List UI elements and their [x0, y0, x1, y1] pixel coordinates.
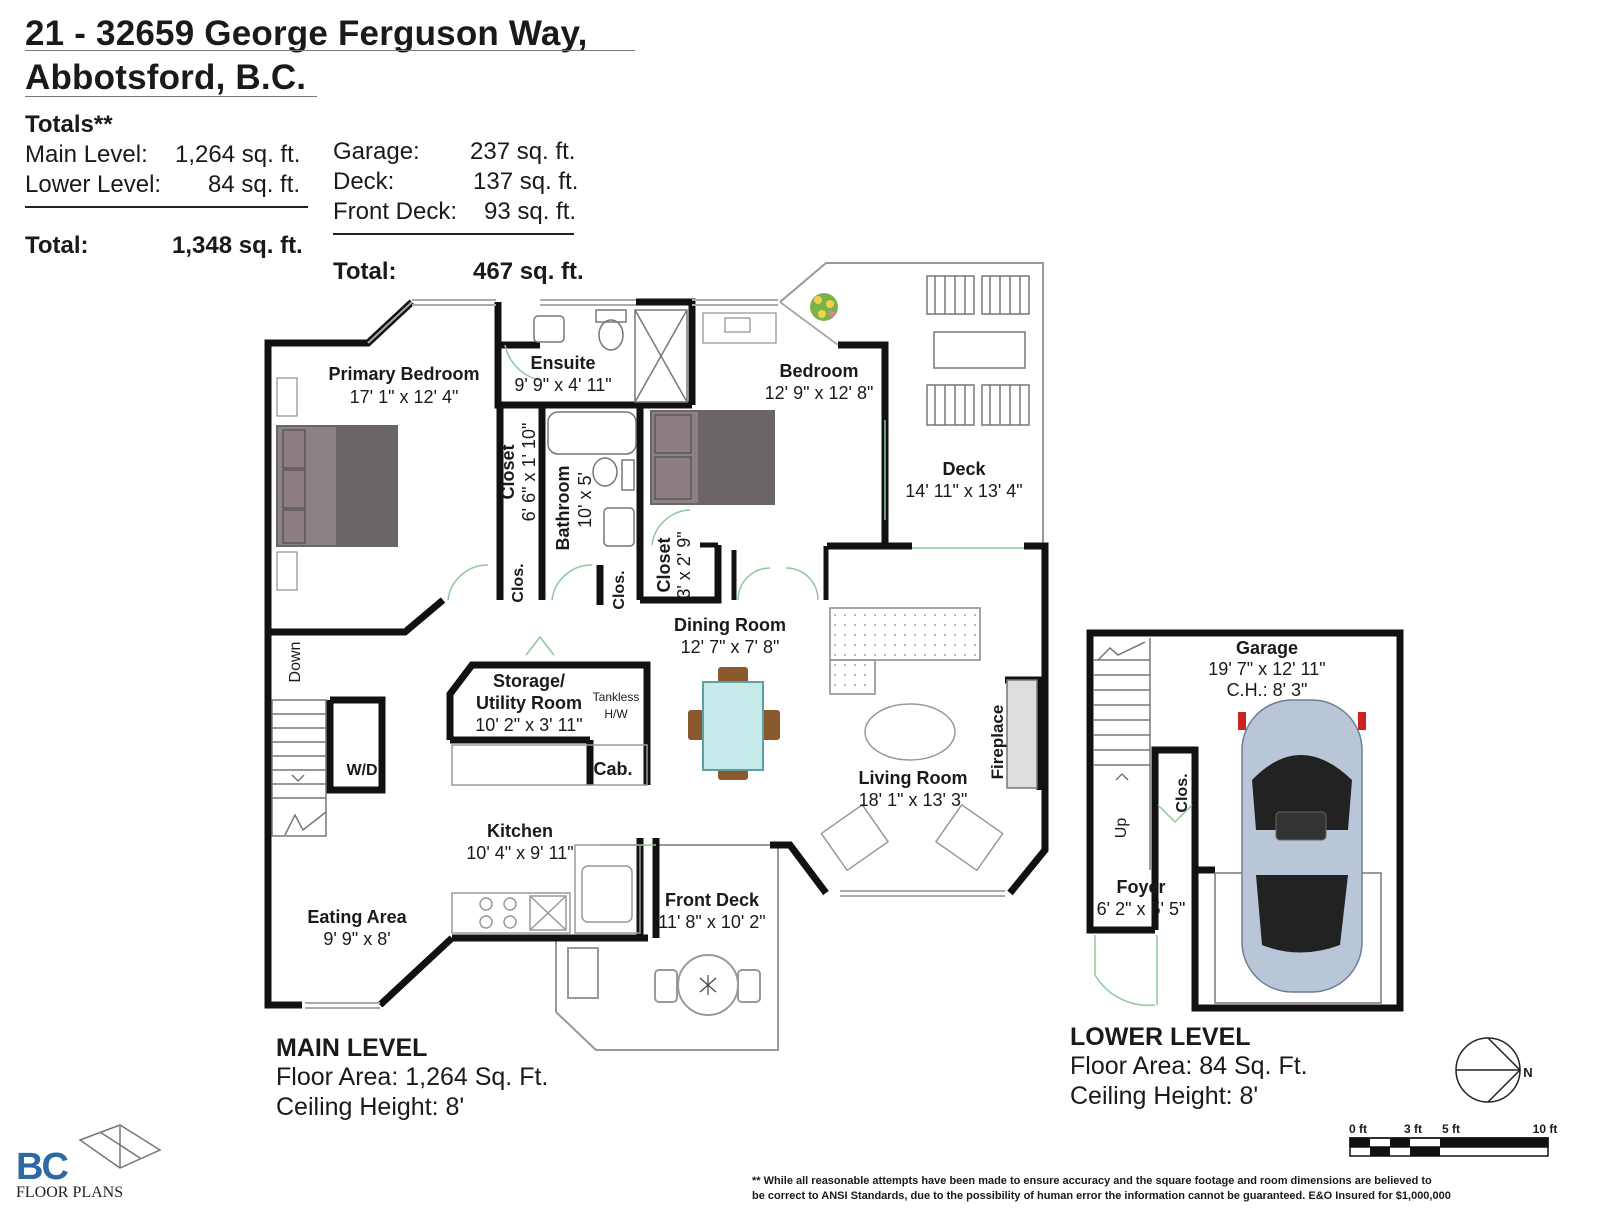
doors [447, 344, 1024, 846]
other-total-value: 467 sq. ft. [473, 258, 584, 285]
logo-mark-icon [78, 1124, 162, 1169]
garage-dim: 19' 7" x 12' 11" [1208, 659, 1325, 679]
deck-name: Deck [942, 459, 986, 479]
scale-bar [1349, 1137, 1549, 1157]
address-line-2: Abbotsford, B.C. [25, 58, 307, 97]
lower-level-title: LOWER LEVEL [1070, 1023, 1251, 1051]
clos3-label: Clos. [1174, 773, 1191, 812]
tankless-line-1: Tankless [593, 690, 640, 704]
scale-label-5: 5 ft [1442, 1122, 1460, 1136]
ensuite-dim: 9' 9" x 4' 11" [514, 375, 611, 395]
front-deck-name: Front Deck [665, 890, 760, 910]
scale-label-3: 3 ft [1404, 1122, 1422, 1136]
living-room-name: Living Room [859, 768, 968, 788]
totals-heading: Totals** [25, 111, 113, 138]
bedroom-dim: 12' 9" x 12' 8" [765, 383, 874, 403]
scale-label-0: 0 ft [1349, 1122, 1367, 1136]
lower-doors [1094, 804, 1193, 1007]
storage-dim: 10' 2" x 3' 11" [475, 715, 582, 735]
eating-area-name: Eating Area [307, 907, 407, 927]
garage-total-label: Garage: [333, 138, 420, 165]
deck-furniture [926, 275, 1030, 426]
bathroom-dim: 10' x 5' [575, 472, 595, 528]
front-deck-outline [555, 844, 779, 1051]
ensuite-name: Ensuite [530, 353, 595, 373]
closet1-name: Closet [498, 444, 518, 499]
storage-name-2: Utility Room [476, 693, 582, 713]
logo-text: BC [16, 1146, 69, 1188]
main-level-total-value: 1,264 sq. ft. [175, 141, 301, 168]
bedroom-bed [650, 312, 777, 505]
deck-total-label: Deck: [333, 168, 395, 195]
compass-label: N [1523, 1065, 1532, 1080]
fireplace-label: Fireplace [988, 705, 1007, 780]
closet1-dim: 6' 6" x 1' 10" [519, 423, 539, 522]
front-deck-plant-icon [699, 975, 717, 995]
dining-table [688, 667, 780, 780]
logo-subtext: FLOOR PLANS [16, 1184, 124, 1201]
primary-bed [276, 377, 398, 591]
disclaimer-line-1: ** While all reasonable attempts have be… [752, 1175, 1432, 1187]
main-level-area: Floor Area: 1,264 Sq. Ft. [276, 1063, 549, 1091]
dining-room-dim: 12' 7" x 7' 8" [681, 637, 780, 657]
kitchen-counters [451, 607, 1004, 934]
plant-icon [810, 293, 838, 321]
compass-icon [1455, 1037, 1522, 1103]
disclaimer-line-2: be correct to ANSI Standards, due to the… [752, 1190, 1451, 1202]
garage-ch: C.H.: 8' 3" [1227, 680, 1308, 700]
lower-level-walls [1086, 629, 1404, 1012]
bath-fixtures [533, 309, 688, 547]
windows [305, 299, 1005, 1009]
closet2-name: Closet [654, 537, 674, 592]
front-deck-total-label: Front Deck: [333, 198, 458, 225]
main-level-total-label: Main Level: [25, 141, 148, 168]
foyer-dim: 6' 2" x 5' 5" [1097, 899, 1186, 919]
deck-total-value: 137 sq. ft. [473, 168, 579, 195]
foyer-name: Foyer [1116, 877, 1165, 897]
bedroom-name: Bedroom [779, 361, 858, 381]
down-label: Down [287, 642, 304, 683]
living-total-label: Total: [25, 232, 89, 259]
dining-room-name: Dining Room [674, 615, 786, 635]
closet2-dim: 3' x 2' 9" [674, 531, 694, 598]
kitchen-name: Kitchen [487, 821, 553, 841]
lower-level-area: Floor Area: 84 Sq. Ft. [1070, 1052, 1308, 1080]
main-stairs [271, 699, 327, 837]
kitchen-dim: 10' 4" x 9' 11" [466, 843, 573, 863]
up-label: Up [1113, 818, 1130, 839]
clos2-label: Clos. [611, 570, 628, 609]
deck-outline [779, 262, 1044, 545]
eating-area-dim: 9' 9" x 8' [323, 929, 390, 949]
wd-label: W/D [346, 762, 377, 779]
main-level-title: MAIN LEVEL [276, 1034, 428, 1062]
lower-level-total-label: Lower Level: [25, 171, 162, 198]
living-room-dim: 18' 1" x 13' 3" [859, 790, 968, 810]
cab-label: Cab. [593, 759, 632, 779]
car-icon [1238, 699, 1366, 993]
address-line-1: 21 - 32659 George Ferguson Way, [25, 14, 588, 53]
front-deck-dim: 11' 8" x 10' 2" [658, 912, 765, 932]
storage-name-1: Storage/ [493, 671, 565, 691]
lower-level-total-value: 84 sq. ft. [208, 171, 301, 198]
primary-bedroom-dim: 17' 1" x 12' 4" [350, 387, 459, 407]
main-level-height: Ceiling Height: 8' [276, 1093, 465, 1121]
lower-level-height: Ceiling Height: 8' [1070, 1082, 1259, 1110]
living-total-value: 1,348 sq. ft. [172, 232, 303, 259]
clos1-label: Clos. [510, 563, 527, 602]
front-deck-total-value: 93 sq. ft. [484, 198, 577, 225]
deck-dim: 14' 11" x 13' 4" [905, 481, 1022, 501]
other-total-label: Total: [333, 258, 397, 285]
scale-label-10: 10 ft [1533, 1122, 1558, 1136]
main-level-partitions [700, 542, 1038, 789]
bathroom-name: Bathroom [553, 466, 573, 551]
garage-total-value: 237 sq. ft. [470, 138, 576, 165]
garage-name: Garage [1236, 638, 1298, 658]
primary-bedroom-name: Primary Bedroom [328, 364, 479, 384]
tankless-line-2: H/W [604, 707, 628, 721]
